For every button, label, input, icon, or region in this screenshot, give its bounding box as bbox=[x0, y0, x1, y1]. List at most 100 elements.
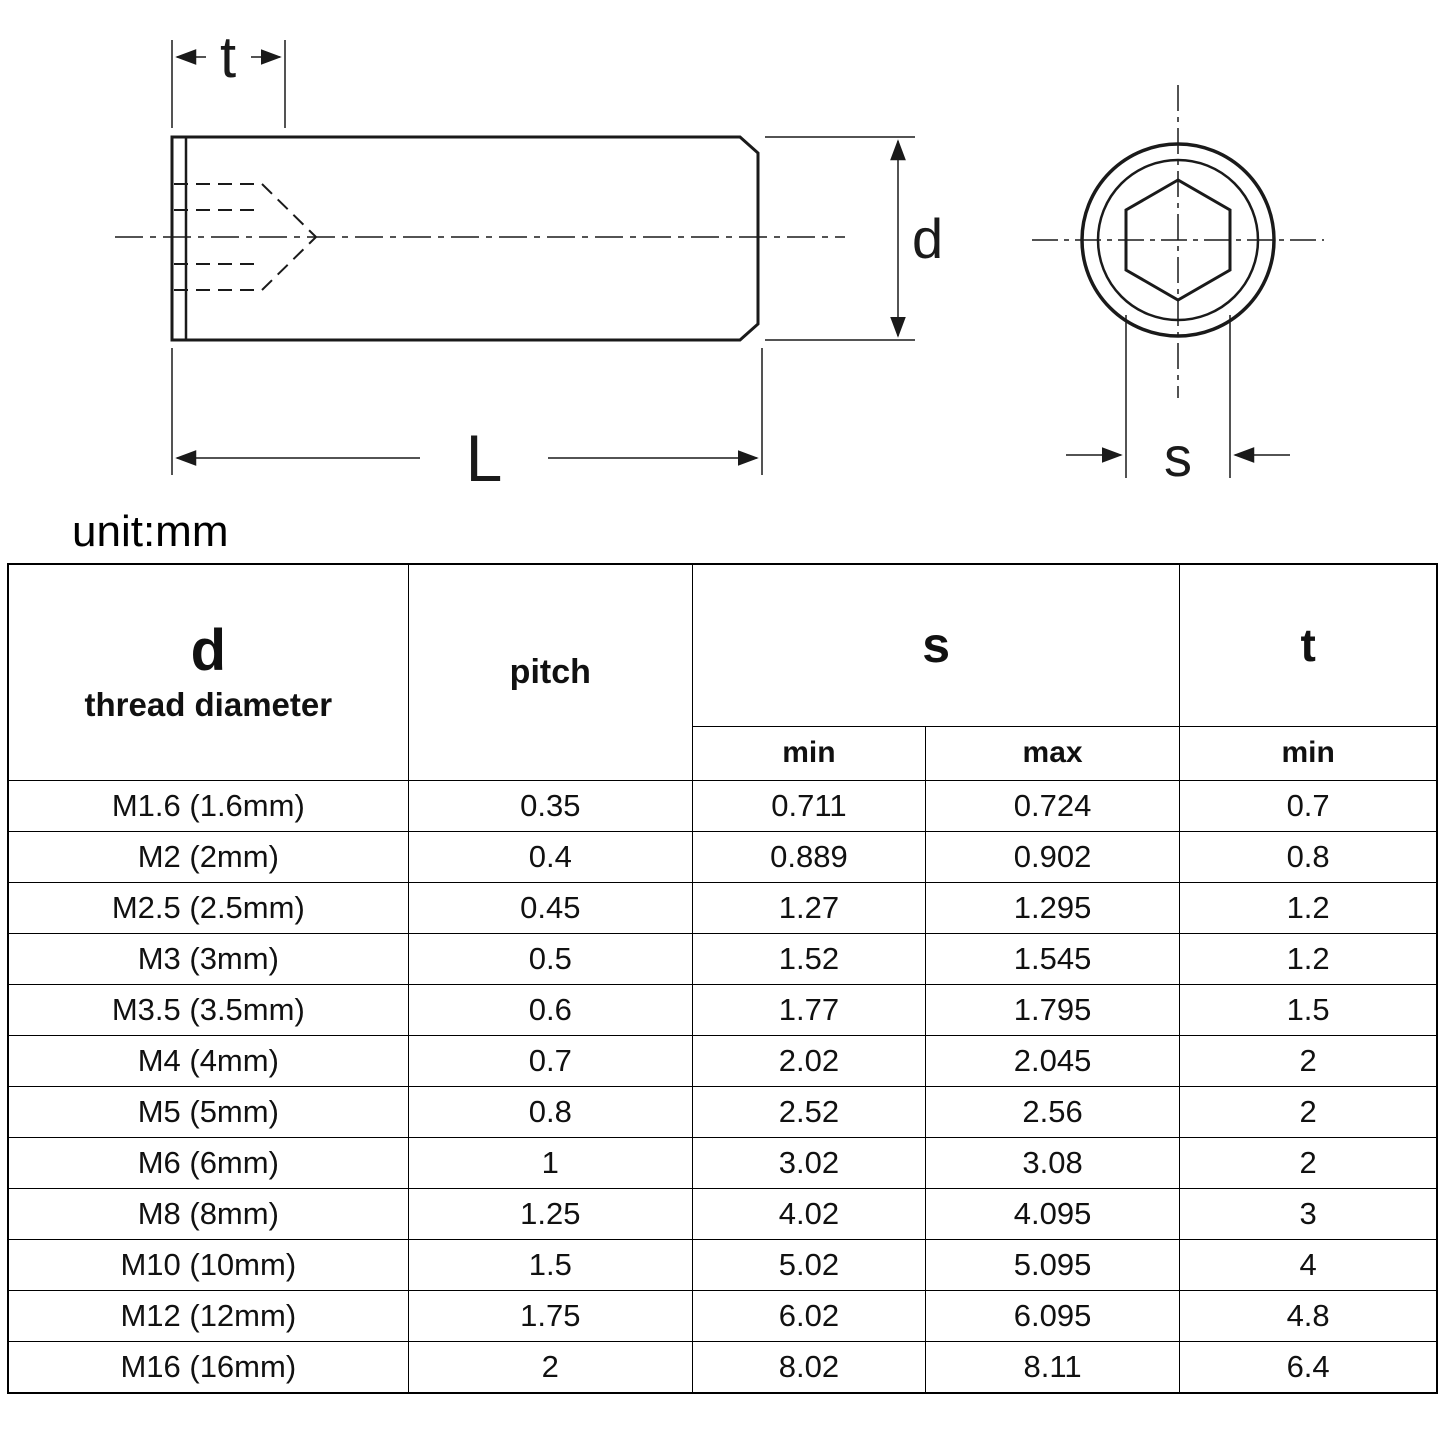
spec-cell: 1.52 bbox=[691, 932, 926, 985]
spec-cell: 0.6 bbox=[407, 983, 693, 1036]
spec-cell: 2 bbox=[1179, 1136, 1438, 1189]
spec-cell: M3 (3mm) bbox=[7, 932, 409, 985]
spec-cell: 1.25 bbox=[407, 1187, 693, 1240]
spec-cell: 0.8 bbox=[1179, 830, 1438, 883]
spec-table: d thread diameter pitch s t min max min … bbox=[7, 563, 1438, 1394]
spec-table-header: d thread diameter pitch s t min max min bbox=[7, 563, 1438, 781]
spec-cell: 2 bbox=[1179, 1085, 1438, 1138]
spec-cell: 2.02 bbox=[691, 1034, 926, 1087]
spec-cell: 0.45 bbox=[407, 881, 693, 934]
spec-cell: 0.35 bbox=[407, 779, 693, 832]
header-thread-diameter: d thread diameter bbox=[7, 563, 409, 781]
spec-cell: 1.295 bbox=[924, 881, 1181, 934]
spec-cell: 0.4 bbox=[407, 830, 693, 883]
label-t: t bbox=[220, 25, 236, 90]
spec-cell: 4.02 bbox=[691, 1187, 926, 1240]
set-screw-drawing: t d L s bbox=[115, 25, 1324, 495]
screw-body-outline bbox=[170, 135, 760, 342]
spec-cell: 4 bbox=[1179, 1238, 1438, 1291]
spec-cell: 8.02 bbox=[691, 1340, 926, 1393]
spec-cell: 1 bbox=[407, 1136, 693, 1189]
spec-cell: 3.08 bbox=[924, 1136, 1181, 1189]
dimension-d bbox=[765, 136, 915, 341]
spec-cell: 5.095 bbox=[924, 1238, 1181, 1291]
crosshair-centerlines bbox=[1032, 85, 1324, 398]
label-L: L bbox=[466, 421, 503, 495]
side-view: t d L bbox=[115, 25, 943, 495]
spec-cell: M12 (12mm) bbox=[7, 1289, 409, 1342]
spec-cell: 1.2 bbox=[1179, 932, 1438, 985]
spec-cell: 0.711 bbox=[691, 779, 926, 832]
spec-cell: M8 (8mm) bbox=[7, 1187, 409, 1240]
header-s-max: max bbox=[924, 725, 1181, 781]
spec-cell: M5 (5mm) bbox=[7, 1085, 409, 1138]
spec-cell: M3.5 (3.5mm) bbox=[7, 983, 409, 1036]
spec-cell: M2 (2mm) bbox=[7, 830, 409, 883]
spec-cell: M6 (6mm) bbox=[7, 1136, 409, 1189]
spec-cell: 1.27 bbox=[691, 881, 926, 934]
spec-cell: 2.52 bbox=[691, 1085, 926, 1138]
header-t: t bbox=[1179, 563, 1438, 727]
spec-cell: 2.56 bbox=[924, 1085, 1181, 1138]
spec-cell: 1.2 bbox=[1179, 881, 1438, 934]
spec-cell: 1.795 bbox=[924, 983, 1181, 1036]
header-pitch: pitch bbox=[407, 563, 693, 781]
spec-cell: 6.095 bbox=[924, 1289, 1181, 1342]
header-t-min: min bbox=[1179, 725, 1438, 781]
spec-cell: M2.5 (2.5mm) bbox=[7, 881, 409, 934]
dimension-t bbox=[171, 40, 286, 128]
spec-cell: 4.8 bbox=[1179, 1289, 1438, 1342]
spec-cell: 1.5 bbox=[1179, 983, 1438, 1036]
dimension-L bbox=[171, 348, 763, 475]
dimension-s bbox=[1066, 315, 1290, 478]
spec-cell: 1.77 bbox=[691, 983, 926, 1036]
spec-cell: M4 (4mm) bbox=[7, 1034, 409, 1087]
spec-cell: 0.724 bbox=[924, 779, 1181, 832]
spec-cell: 0.7 bbox=[407, 1034, 693, 1087]
label-d: d bbox=[912, 207, 943, 270]
spec-cell: 2 bbox=[1179, 1034, 1438, 1087]
end-view: s bbox=[1032, 85, 1324, 488]
spec-cell: 8.11 bbox=[924, 1340, 1181, 1393]
spec-cell: 0.7 bbox=[1179, 779, 1438, 832]
spec-cell: 1.5 bbox=[407, 1238, 693, 1291]
header-s: s bbox=[691, 563, 1181, 727]
spec-cell: 2 bbox=[407, 1340, 693, 1393]
header-s-min: min bbox=[691, 725, 926, 781]
technical-drawing: t d L s bbox=[0, 0, 1445, 505]
spec-cell: 2.045 bbox=[924, 1034, 1181, 1087]
spec-cell: 1.545 bbox=[924, 932, 1181, 985]
hex-socket-hidden-lines bbox=[174, 183, 317, 291]
spec-cell: 5.02 bbox=[691, 1238, 926, 1291]
unit-label: unit:mm bbox=[72, 507, 229, 556]
header-d-subtitle: thread diameter bbox=[84, 686, 333, 724]
spec-cell: 6.02 bbox=[691, 1289, 926, 1342]
spec-cell: 0.8 bbox=[407, 1085, 693, 1138]
spec-cell: 0.902 bbox=[924, 830, 1181, 883]
spec-cell: 1.75 bbox=[407, 1289, 693, 1342]
spec-cell: M10 (10mm) bbox=[7, 1238, 409, 1291]
spec-cell: M1.6 (1.6mm) bbox=[7, 779, 409, 832]
spec-cell: 6.4 bbox=[1179, 1340, 1438, 1393]
spec-cell: 0.889 bbox=[691, 830, 926, 883]
spec-cell: 0.5 bbox=[407, 932, 693, 985]
spec-cell: 4.095 bbox=[924, 1187, 1181, 1240]
header-d-symbol: d bbox=[190, 618, 227, 684]
label-s: s bbox=[1164, 425, 1192, 488]
spec-cell: 3.02 bbox=[691, 1136, 926, 1189]
spec-cell: 3 bbox=[1179, 1187, 1438, 1240]
spec-cell: M16 (16mm) bbox=[7, 1340, 409, 1393]
